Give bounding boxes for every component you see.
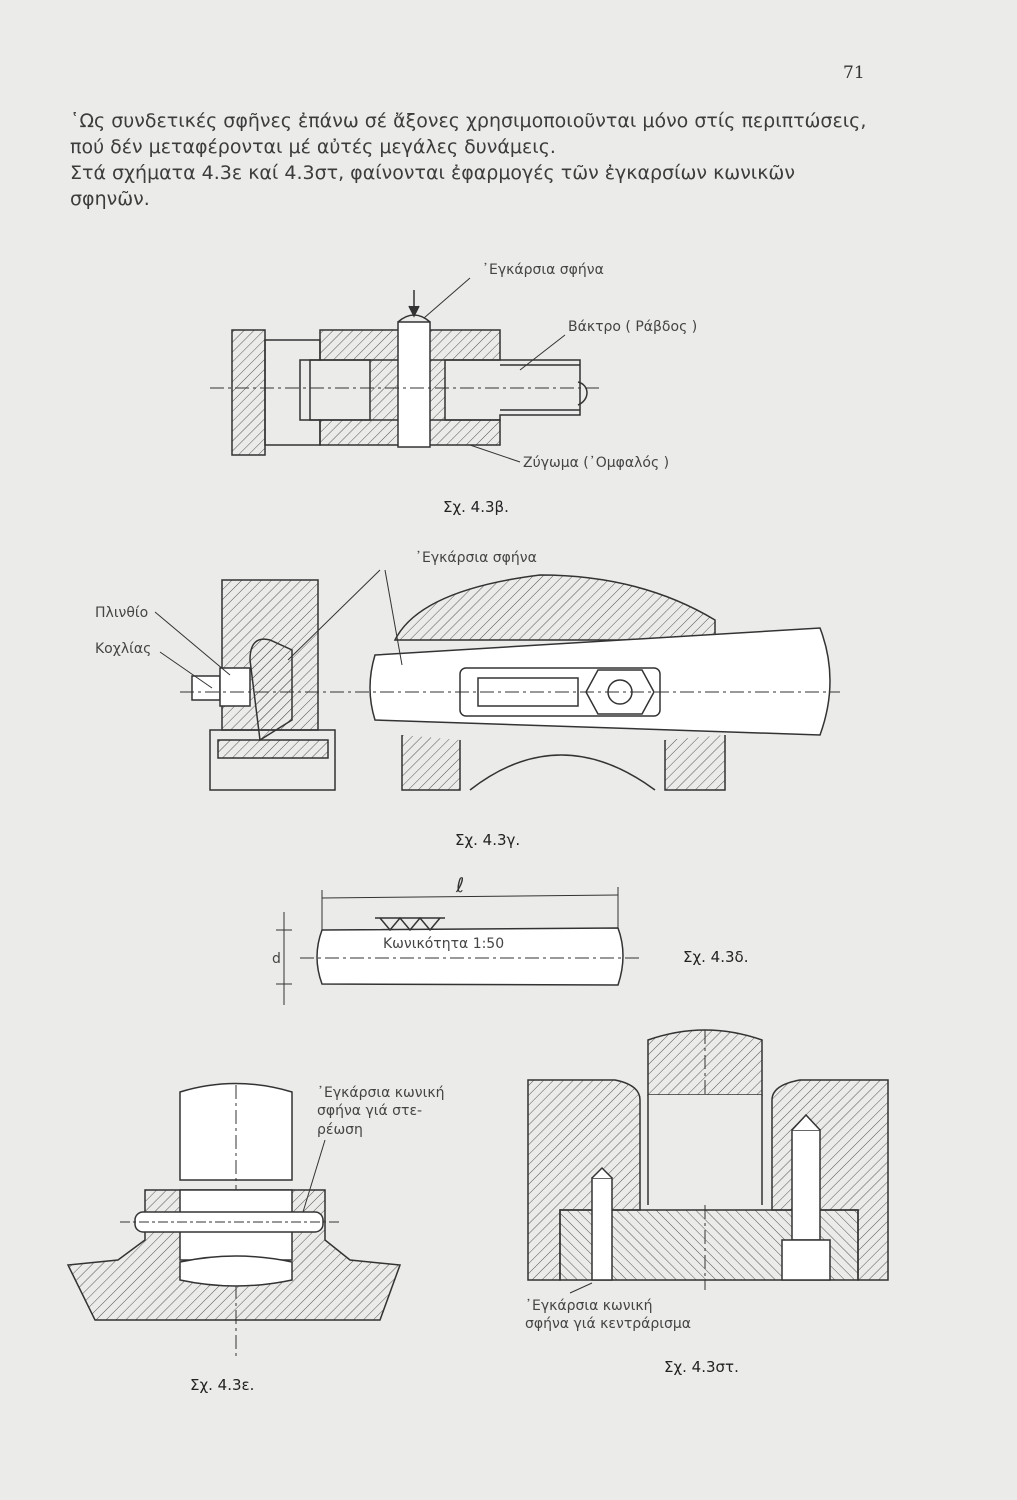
fig-b-caption: Σχ. 4.3β. — [443, 498, 509, 516]
figure-4-3e — [66, 1082, 402, 1360]
intro-paragraph-2: Στά σχήματα 4.3ε καί 4.3στ, φαίνονται ἐφ… — [70, 162, 795, 210]
page-number: 71 — [843, 63, 865, 83]
figure-4-3g — [154, 569, 840, 791]
fig-e-label-line-1: ᾿Εγκάρσια κωνική — [317, 1085, 444, 1101]
fig-g-washer-label: Πλινθίο — [95, 605, 148, 621]
fig-st-label-line-2: σφήνα γιά κεντράρισμα — [525, 1316, 691, 1332]
fig-st-label-line-1: ᾿Εγκάρσια κωνική — [525, 1298, 652, 1314]
fig-e-label-line-2: σφήνα γιά στε- — [317, 1103, 422, 1119]
figure-4-3d — [276, 887, 640, 1005]
fig-g-key-label: ᾿Εγκάρσια σφήνα — [415, 550, 537, 566]
fig-b-key-label: ᾿Εγκάρσια σφήνα — [482, 262, 604, 278]
fig-e-label-line-3: ρέωση — [317, 1122, 363, 1138]
fig-d-diameter-label: d — [272, 951, 281, 967]
figure-4-3st — [527, 1029, 889, 1294]
fig-b-yoke-label: Ζύγωμα (᾿Ομφαλός ) — [523, 455, 669, 471]
fig-st-caption: Σχ. 4.3στ. — [664, 1358, 739, 1376]
figure-4-3b — [210, 277, 600, 463]
fig-g-caption: Σχ. 4.3γ. — [455, 831, 520, 849]
fig-b-rod-label: Βάκτρο ( Ράβδος ) — [568, 319, 697, 335]
fig-e-caption: Σχ. 4.3ε. — [190, 1376, 254, 1394]
intro-paragraph-1: ῾Ως συνδετικές σφῆνες ἐπάνω σέ ἄξονες χρ… — [70, 110, 867, 158]
fig-d-taper-label: Κωνικότητα 1:50 — [383, 936, 504, 952]
fig-g-bolt-label: Κοχλίας — [95, 641, 151, 657]
fig-d-caption: Σχ. 4.3δ. — [683, 948, 748, 966]
intro-text: ῾Ως συνδετικές σφῆνες ἐπάνω σέ ἄξονες χρ… — [70, 108, 870, 212]
fig-d-length-label: ℓ — [455, 873, 464, 897]
